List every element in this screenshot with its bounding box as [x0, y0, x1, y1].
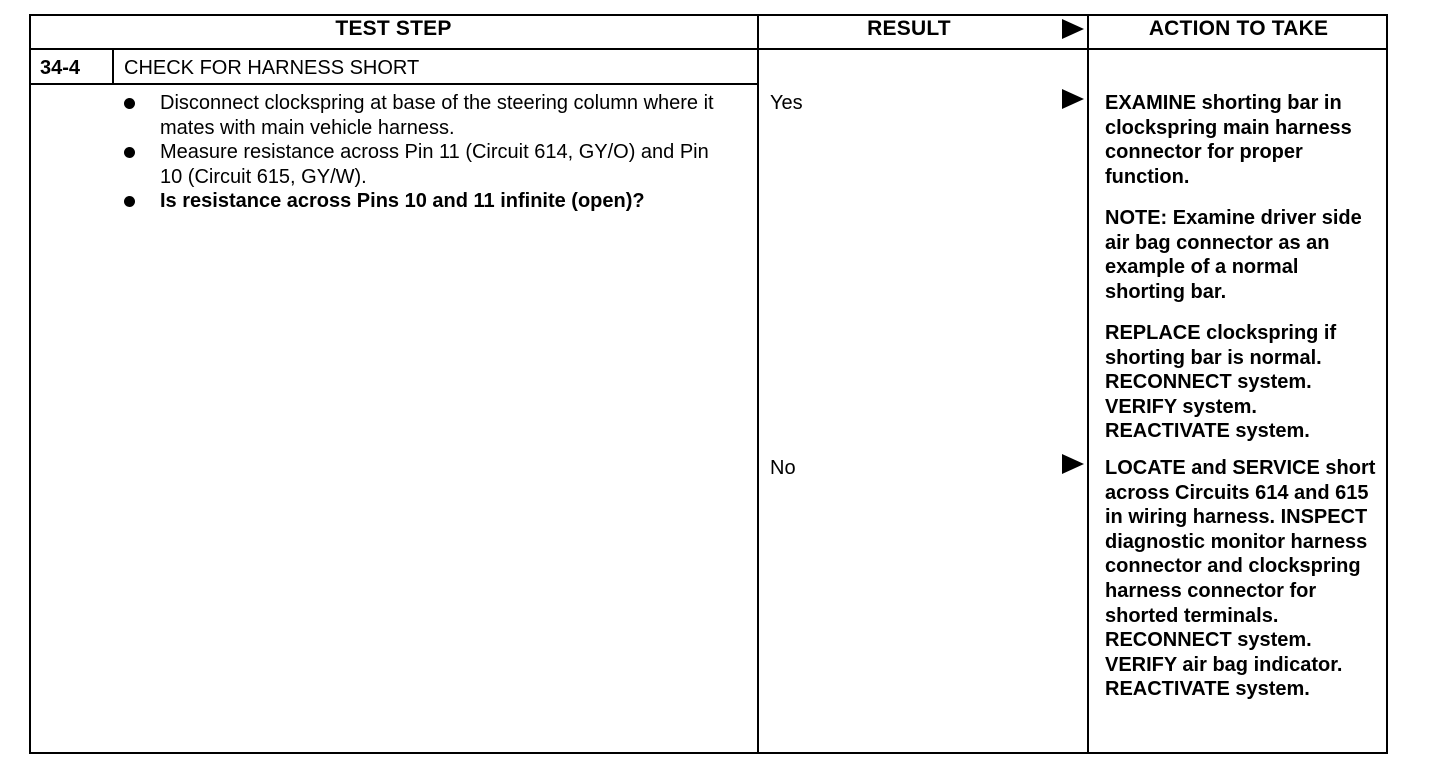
step-number: 34-4 [40, 57, 81, 79]
header-arrow-icon [1062, 19, 1084, 39]
yes-action-note: NOTE: Examine driver side air bag connec… [1105, 207, 1362, 303]
header-result: RESULT [867, 17, 951, 40]
step-title-divider [29, 83, 758, 85]
column-divider-action [1087, 14, 1089, 754]
test-step-instructions: Disconnect clockspring at base of the st… [120, 91, 720, 214]
header-test-step: TEST STEP [335, 17, 452, 40]
result-yes-arrow-icon [1062, 89, 1084, 109]
bullet-icon [124, 196, 135, 208]
step-number-divider [112, 49, 114, 84]
yes-action-1: EXAMINE shorting bar in clockspring main… [1105, 92, 1352, 188]
yes-action-2: REPLACE clockspring if shorting bar is n… [1105, 322, 1337, 443]
bullet-icon [124, 98, 135, 109]
header-action-to-take: ACTION TO TAKE [1148, 17, 1329, 40]
instruction-question: Is resistance across Pins 10 and 11 infi… [120, 189, 720, 214]
bullet-icon [124, 147, 135, 159]
column-divider-result [757, 14, 759, 754]
result-no-arrow-icon [1062, 454, 1084, 474]
step-title: CHECK FOR HARNESS SHORT [124, 57, 420, 79]
instruction-item: Disconnect clockspring at base of the st… [120, 91, 720, 140]
result-yes: Yes [770, 92, 803, 114]
result-no: No [770, 457, 796, 479]
no-action-1: LOCATE and SERVICE short across Circuits… [1105, 457, 1376, 701]
instruction-item: Measure resistance across Pin 11 (Circui… [120, 140, 720, 189]
diagnostic-table [29, 14, 1388, 754]
header-divider [29, 48, 1388, 50]
